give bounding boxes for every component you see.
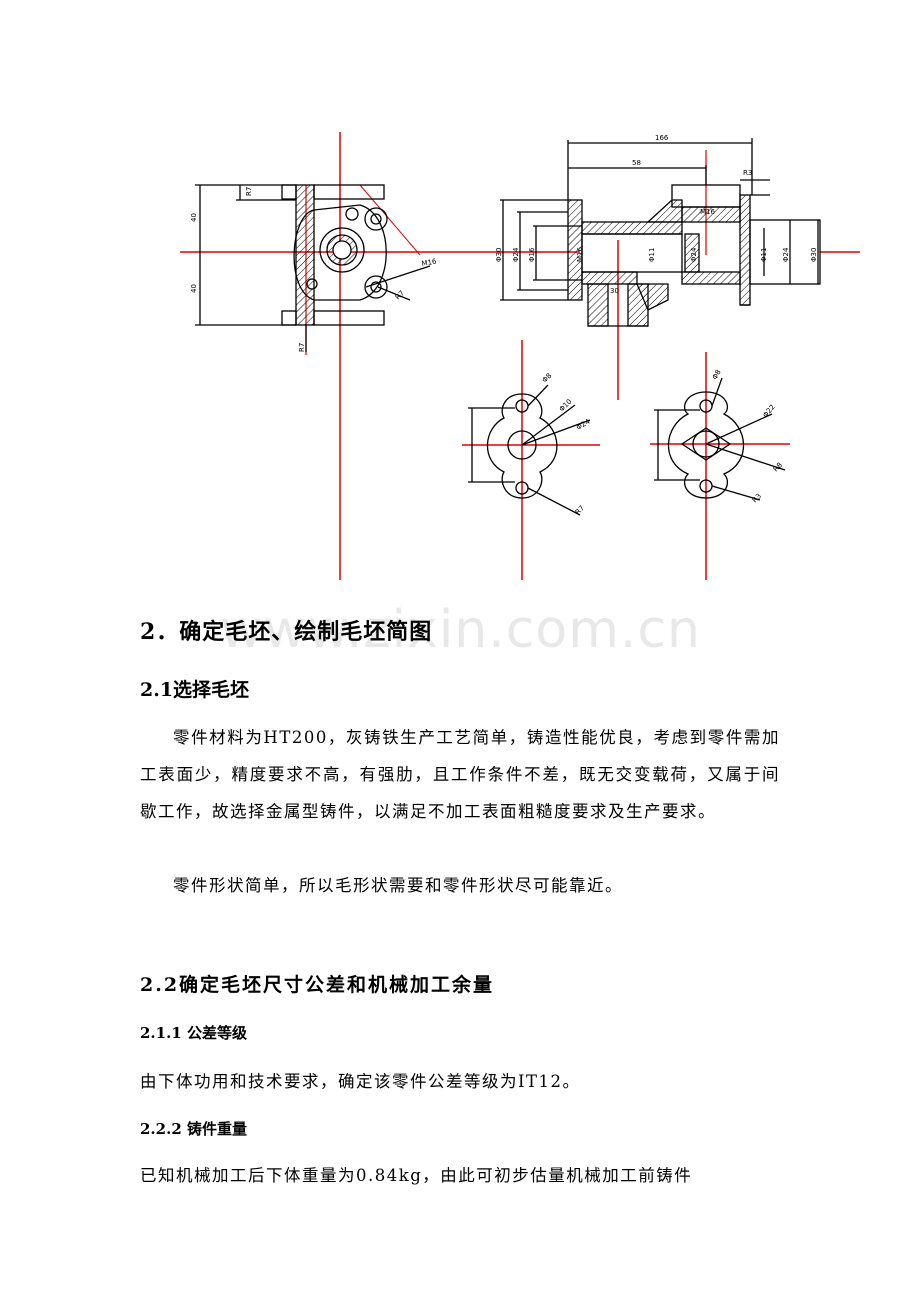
dim-label: Φ24: [575, 417, 592, 431]
flange-view-left: [462, 340, 600, 580]
dim-label: R3: [751, 492, 763, 504]
dim-label: Φ24: [512, 247, 520, 262]
left-view: [180, 132, 580, 580]
dim-label: Φ24: [782, 247, 790, 262]
subsection-title-2-1: 2.1选择毛坯: [140, 679, 250, 701]
dim-label: R8: [772, 461, 784, 473]
dim-label: M16: [421, 257, 438, 268]
paragraph: 已知机械加工后下体重量为0.84kg，由此可初步估量机械加工前铸件: [140, 1166, 693, 1185]
dim-label: R7: [298, 343, 306, 352]
dim-label: 30: [610, 287, 619, 295]
paragraph: 零件材料为HT200，灰铸铁生产工艺简单，铸造性能优良，考虑到零件需加工表面少，…: [140, 728, 780, 821]
subsubsection-title: 2.1.1 公差等级: [140, 1024, 247, 1042]
dim-label: Φ30: [495, 248, 503, 262]
paragraph: 由下体功用和技术要求，确定该零件公差等级为IT12。: [140, 1072, 581, 1091]
dim-label: Φ16: [528, 247, 536, 262]
blank-drawing: 40 40 R7 R7 M16 R7: [180, 132, 860, 580]
flange-view-right: [650, 352, 790, 580]
dim-label: R7: [245, 187, 253, 196]
dim-label: Φ11: [760, 248, 768, 262]
subsection-title-2-2: 2.2确定毛坯尺寸公差和机械加工余量: [140, 974, 495, 996]
dim-label: Φ22: [761, 403, 776, 419]
front-section-view: [500, 138, 860, 400]
dim-label: Φ11: [648, 248, 656, 262]
dim-label: R7: [574, 504, 586, 516]
dim-label: M16: [576, 247, 584, 262]
section-title: 2．确定毛坯、绘制毛坯简图: [140, 619, 433, 645]
dim-label: 40: [190, 284, 198, 293]
dim-label: Φ8: [541, 372, 554, 385]
dim-label: M16: [700, 208, 715, 216]
dim-label: 40: [190, 213, 198, 222]
dim-label: Φ10: [558, 398, 574, 414]
dim-label: 58: [632, 159, 641, 167]
dim-label: Φ30: [810, 248, 818, 262]
dim-label: R7: [394, 289, 406, 301]
dim-label: Φ24: [690, 247, 698, 262]
subsubsection-title: 2.2.2 铸件重量: [140, 1120, 247, 1138]
watermark: www.zixin.com.cn: [220, 600, 701, 660]
dim-label: 166: [655, 134, 669, 142]
paragraph: 零件形状简单，所以毛形状需要和零件形状尽可能靠近。: [173, 876, 623, 895]
dim-label: Φ8: [711, 368, 723, 381]
dim-label: R3: [743, 169, 752, 177]
